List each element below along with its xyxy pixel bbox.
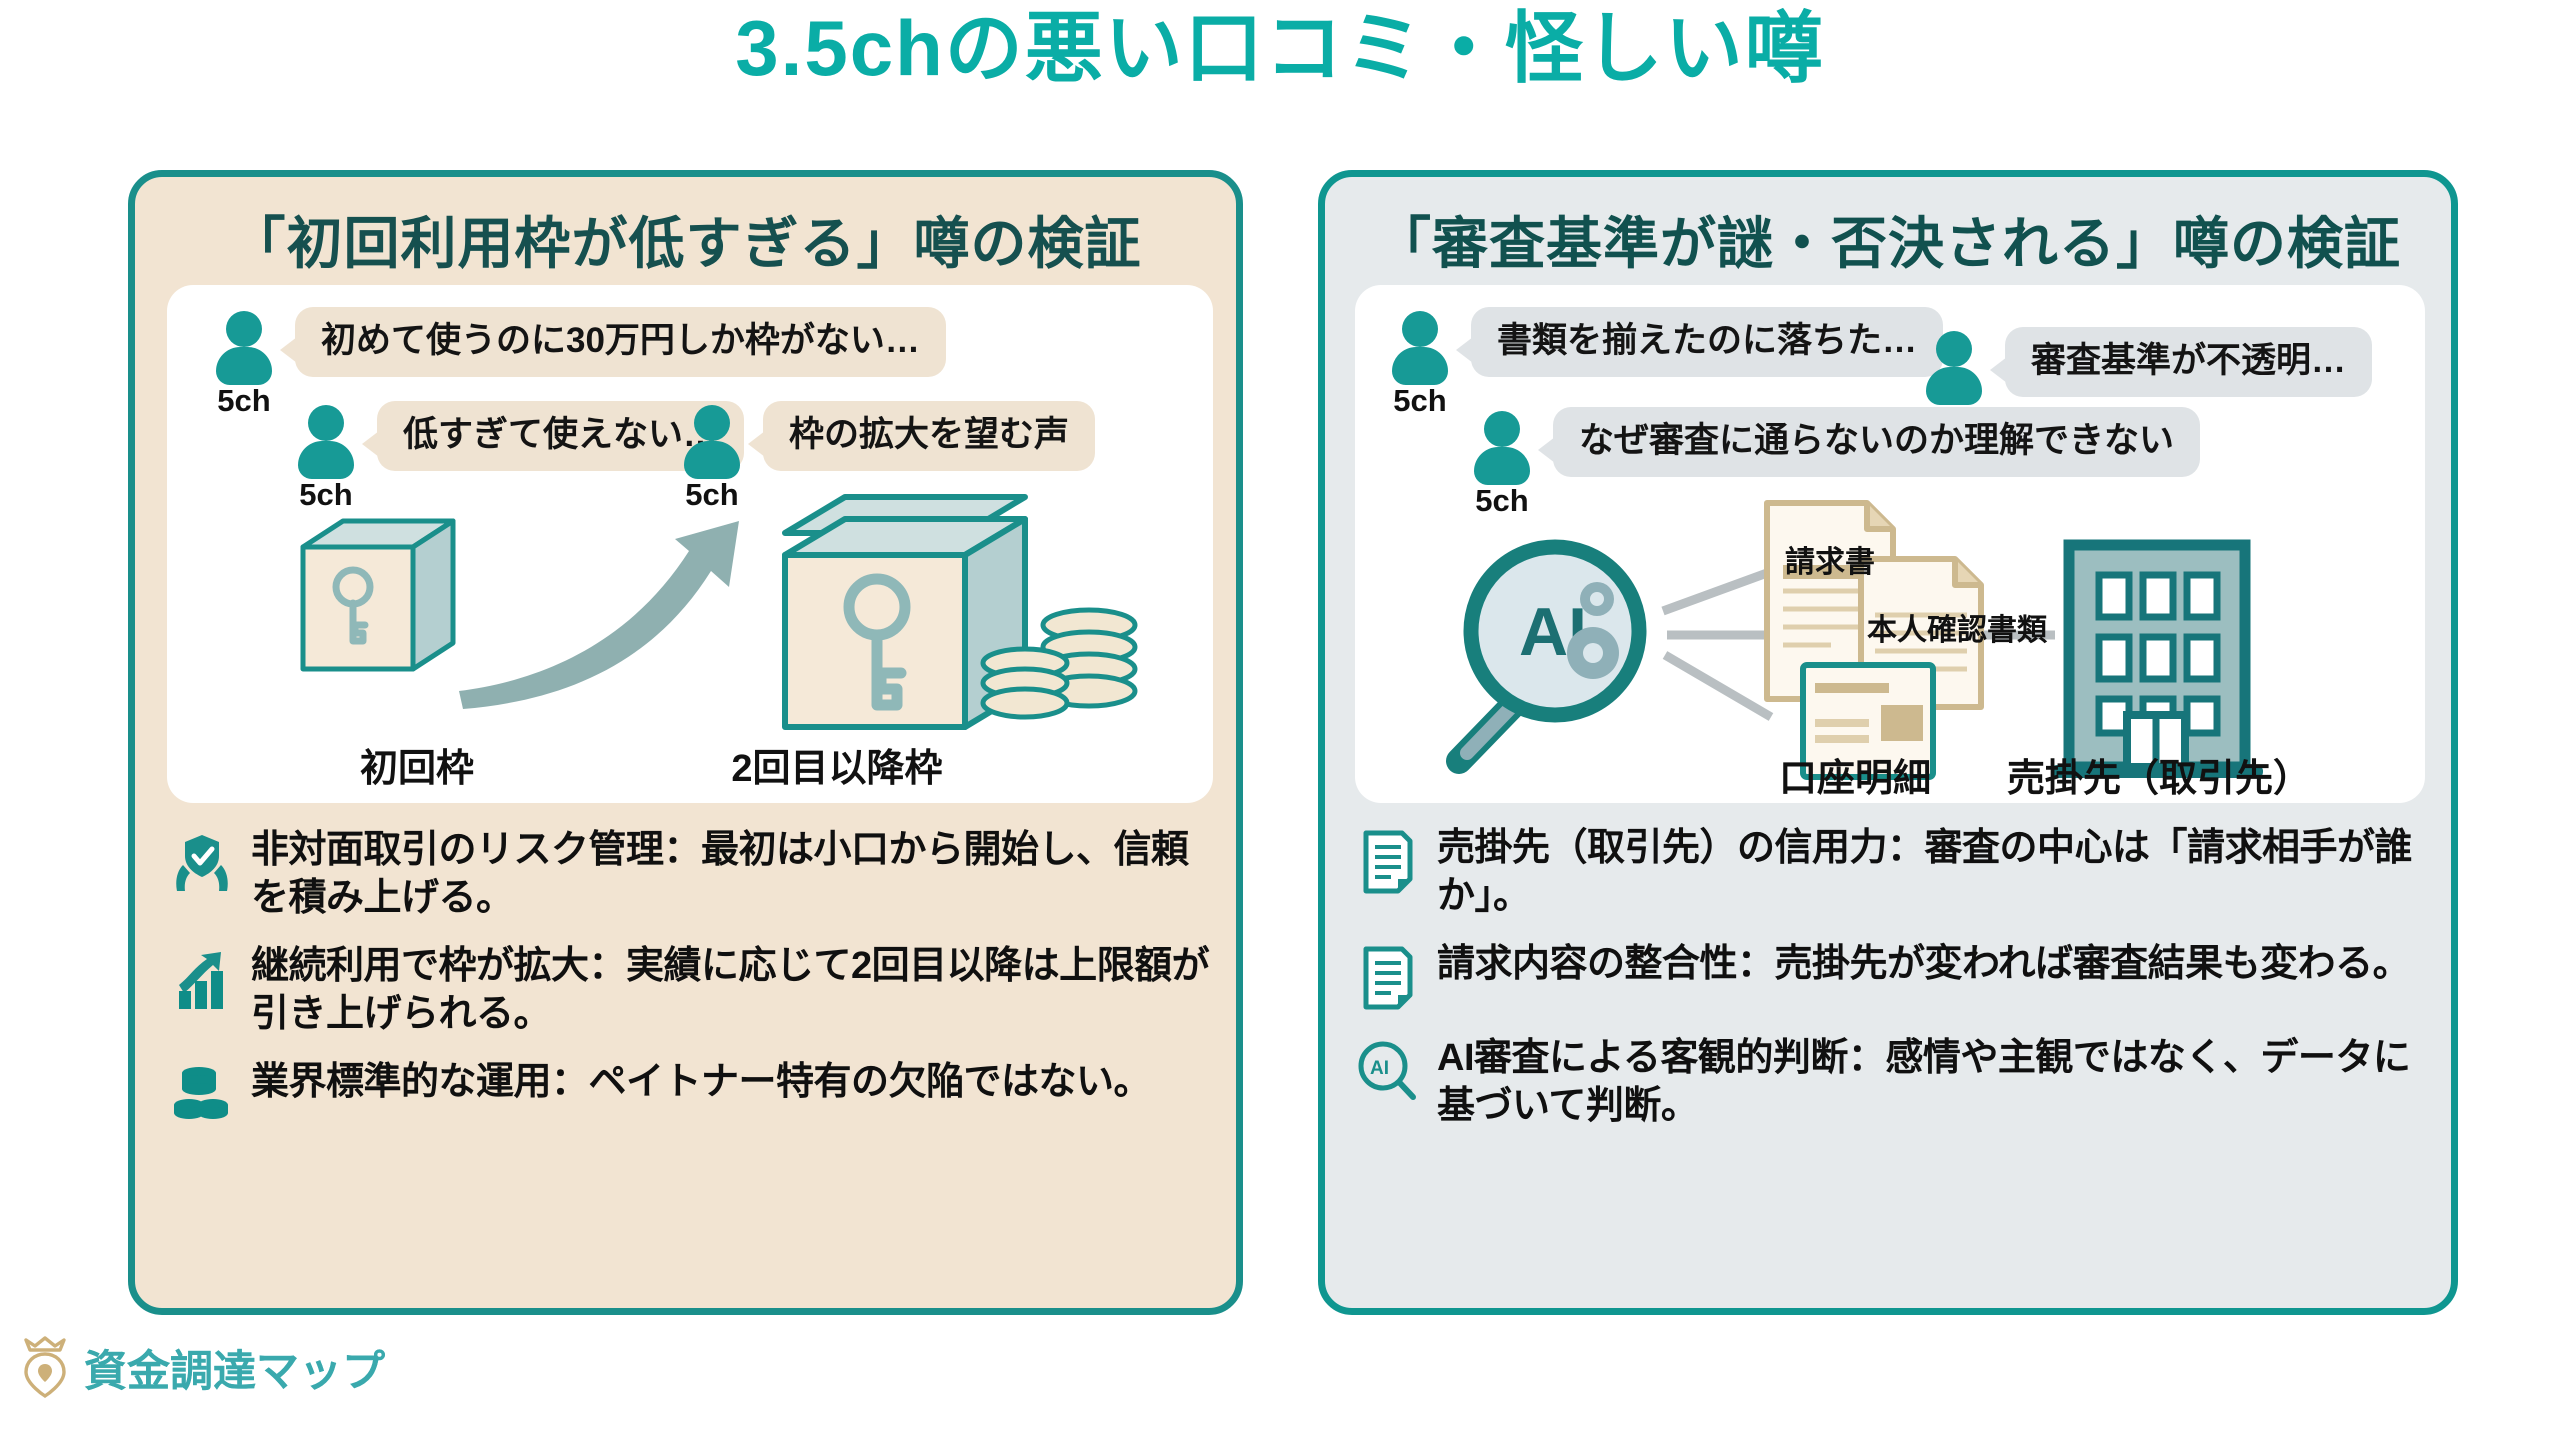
bank-statement-label: 口座明細 [1779,758,1932,800]
speech-bubble: 枠の拡大を望む声 [747,401,1096,472]
identity-doc-label: 本人確認書類 [1867,614,2047,647]
avatar-body [1474,447,1530,485]
crown-pin-icon [24,1336,66,1399]
bullet-item: AI AI審査による客観的判断：感情や主観ではなく、データに基づいて判断。 [1351,1035,2427,1131]
speech-bubble: 審査基準が不透明… [1989,327,2373,398]
avatar-head [308,405,344,441]
limit-growth-illustration [300,494,1138,730]
avatar-wrap: 5ch [1383,307,1457,416]
bullet-text: AI審査による客観的判断：感情や主観ではなく、データに基づいて判断。 [1437,1036,2411,1127]
avatar-body [298,441,354,479]
speech-bubble: 書類を揃えたのに落ちた… [1455,307,1944,378]
bullet-item: 請求内容の整合性：売掛先が変われば審査結果も変わる。 [1351,941,2427,1015]
avatar-source-label: 5ch [685,477,739,512]
footer-logo-text: 資金調達マップ [84,1337,385,1399]
avatar-body [216,347,272,385]
ai-magnifier-icon: AI [1351,1035,1425,1109]
avatar-source-label: 5ch [1393,383,1447,418]
bank-statement-icon [1800,662,1936,780]
quote-item: 5ch 審査基準が不透明… [1917,327,2373,436]
initial-limit-label: 初回枠 [359,748,474,790]
avatar-body [684,441,740,479]
avatar-head [694,405,730,441]
user-avatar-icon [289,401,363,479]
ai-magnifier-icon: AI [1446,539,1647,774]
avatar-head [1484,411,1520,447]
page-title: 3.5chの悪い口コミ・怪しい噂 [735,4,1825,92]
quote-item: 5ch 低すぎて使えない… [289,401,745,510]
right-bullet-list: 売掛先（取引先）の信用力：審査の中心は「請求相手が誰か」。 [1351,825,2427,1151]
right-illustration-stage: 5ch 書類を揃えたのに落ちた… 5ch 審査基準が不透明… [1355,285,2425,803]
user-avatar-icon [1917,327,1991,405]
quote-item: 5ch 初めて使うのに30万円しか枠がない… [207,307,946,416]
avatar-wrap: 5ch [289,401,363,510]
avatar-head [1402,311,1438,347]
avatar-source-label: 5ch [299,477,353,512]
speech-bubble: 初めて使うのに30万円しか枠がない… [280,307,946,378]
document-icon [1351,825,1425,899]
avatar-source-label: 5ch [1475,483,1529,518]
expanded-limit-label: 2回目以降枠 [731,748,943,790]
footer-logo[interactable]: 資金調達マップ [18,1336,385,1400]
bullet-item: 売掛先（取引先）の信用力：審査の中心は「請求相手が誰か」。 [1351,825,2427,921]
client-building-icon [2051,539,2263,778]
left-panel-heading: 「初回利用枠が低すぎる」噂の検証 [229,212,1142,275]
avatar-source-label: 5ch [217,383,271,418]
initial-limit-box-icon [300,518,456,672]
user-avatar-icon [1465,407,1539,485]
avatar-body [1392,347,1448,385]
bullet-text: 継続利用で枠が拡大：実績に応じて2回目以降は上限額が引き上げられる。 [251,944,1210,1035]
growth-arrow-icon [459,521,739,709]
bullet-item: 非対面取引のリスク管理：最初は小口から開始し、信頼を積み上げる。 [165,827,1215,923]
left-panel: 「初回利用枠が低すぎる」噂の検証 5ch 初めて使うのに30万円しか枠がない… [128,170,1243,1315]
user-avatar-icon [207,307,281,385]
right-panel-heading: 「審査基準が謎・否決される」噂の検証 [1375,212,2401,275]
quote-item: 5ch 書類を揃えたのに落ちた… [1383,307,1944,416]
quote-item: 5ch なぜ審査に通らないのか理解できない [1465,407,2201,516]
svg-text:AI: AI [1370,1058,1389,1079]
invoice-doc-label: 請求書 [1785,546,1875,579]
user-avatar-icon [675,401,749,479]
hands-shield-check-icon [165,827,239,901]
bullet-text: 請求内容の整合性：売掛先が変われば審査結果も変わる。 [1437,942,2411,985]
client-building-label: 売掛先（取引先） [2007,758,2312,800]
user-avatar-icon [1383,307,1457,385]
bullet-item: 業界標準的な運用：ペイトナー特有の欠陥ではない。 [165,1059,1215,1133]
avatar-body [1926,367,1982,405]
left-illustration-stage: 5ch 初めて使うのに30万円しか枠がない… 5ch 低すぎて使えない… [167,285,1213,803]
coins-stack-icon [165,1059,239,1133]
avatar-wrap: 5ch [207,307,281,416]
document-lines-icon [1351,941,1425,1015]
ai-review-illustration: AI [1446,500,2263,780]
right-panel: 「審査基準が謎・否決される」噂の検証 5ch 書類を揃えたのに落ちた… [1318,170,2458,1315]
avatar-head [226,311,262,347]
avatar-wrap: 5ch [675,401,749,510]
avatar-head [1936,331,1972,367]
speech-bubble: なぜ審査に通らないのか理解できない [1537,407,2201,478]
avatar-wrap: 5ch [1465,407,1539,516]
coins-icon [980,607,1138,720]
bullet-item: 継続利用で枠が拡大：実績に応じて2回目以降は上限額が引き上げられる。 [165,943,1215,1039]
speech-bubble: 低すぎて使えない… [361,401,745,472]
growth-bar-chart-icon [165,943,239,1017]
bullet-text: 業界標準的な運用：ペイトナー特有の欠陥ではない。 [251,1060,1152,1103]
bullet-text: 売掛先（取引先）の信用力：審査の中心は「請求相手が誰か」。 [1437,827,2413,917]
quote-item: 5ch 枠の拡大を望む声 [675,401,1096,510]
left-bullet-list: 非対面取引のリスク管理：最初は小口から開始し、信頼を積み上げる。 継続利用で枠が… [165,827,1215,1153]
bullet-text: 非対面取引のリスク管理：最初は小口から開始し、信頼を積み上げる。 [251,829,1189,919]
